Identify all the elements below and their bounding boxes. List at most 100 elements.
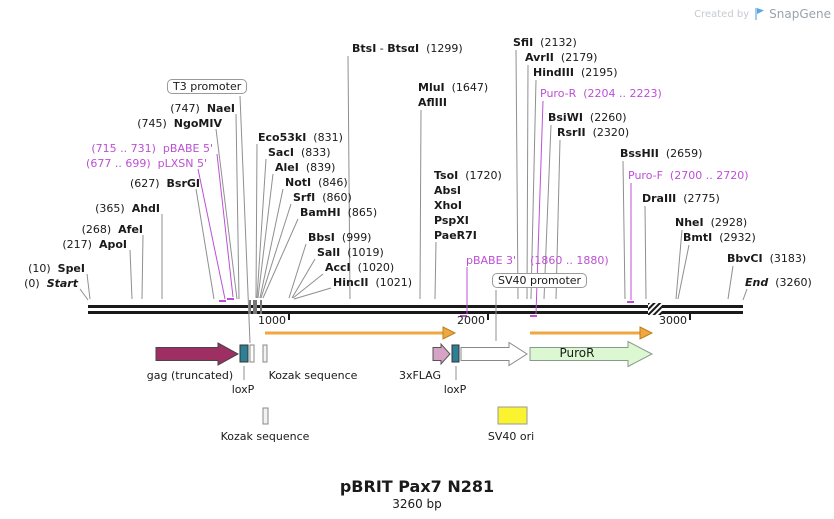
site-label-RsrII[interactable]: RsrII (2320) bbox=[557, 126, 629, 139]
primer-label-Puro-F[interactable]: Puro-F (2700 .. 2720) bbox=[628, 169, 749, 182]
site-label-Start[interactable]: (0) Start bbox=[24, 277, 78, 290]
site-label-text: RsrII bbox=[557, 126, 586, 139]
site-label-AvrII[interactable]: AvrII (2179) bbox=[525, 51, 597, 64]
site-label-text: (745) bbox=[137, 117, 174, 130]
feature-sv40-ori[interactable] bbox=[497, 406, 528, 425]
site-label-text: PaeR7I bbox=[434, 229, 477, 242]
site-label-text: (2195) bbox=[573, 66, 618, 79]
site-label-BbsI[interactable]: BbsI (999) bbox=[308, 231, 371, 244]
site-label-text: MluI bbox=[418, 81, 445, 94]
leader-line-Eco53kI bbox=[255, 143, 258, 299]
site-label-text: (846) bbox=[311, 176, 348, 189]
feature-gag-truncated[interactable] bbox=[155, 342, 240, 366]
site-label-text: (715 .. 731) bbox=[91, 142, 163, 155]
feature-kozak-2[interactable] bbox=[262, 407, 269, 425]
site-label-XhoI[interactable]: XhoI bbox=[434, 199, 462, 212]
site-label-text: BsiWI bbox=[548, 111, 583, 124]
site-label-BsiWI[interactable]: BsiWI (2260) bbox=[548, 111, 627, 124]
site-label-text: (999) bbox=[334, 231, 372, 244]
site-label-SacI[interactable]: SacI (833) bbox=[268, 146, 331, 159]
primer-label-pBABE-5[interactable]: (715 .. 731) pBABE 5' bbox=[91, 142, 213, 155]
transcript-arrowhead bbox=[442, 326, 457, 340]
site-label-Eco53kI[interactable]: Eco53kI (831) bbox=[258, 131, 343, 144]
site-label-BsrGI[interactable]: (627) BsrGI bbox=[130, 177, 200, 190]
site-label-End[interactable]: End (3260) bbox=[745, 276, 812, 289]
site-label-text: AfeI bbox=[118, 223, 143, 236]
site-label-AleI[interactable]: AleI (839) bbox=[275, 161, 335, 174]
transcript-arrowhead bbox=[639, 326, 654, 340]
site-label-text: NotI bbox=[285, 176, 312, 189]
site-label-text: BbvCI bbox=[727, 252, 763, 265]
site-label-text: (1720) bbox=[458, 169, 502, 182]
leader-line-ApoI bbox=[129, 249, 133, 300]
site-label-text: (1019) bbox=[340, 246, 384, 259]
site-label-SrfI[interactable]: SrfI (860) bbox=[293, 191, 352, 204]
feature-kozak-1[interactable] bbox=[262, 344, 268, 363]
site-label-MluI[interactable]: MluI (1647) bbox=[418, 81, 488, 94]
site-label-text: (0) bbox=[24, 277, 47, 290]
leader-line-BamHI bbox=[262, 218, 299, 299]
site-label-text: (833) bbox=[293, 146, 331, 159]
feature-label: loxP bbox=[231, 383, 255, 396]
map-length-label: 3260 bp bbox=[392, 497, 442, 511]
site-label-PspXI[interactable]: PspXI bbox=[434, 214, 469, 227]
primer-label-pBABE-3[interactable]: pBABE 3' (1860 .. 1880) bbox=[466, 254, 609, 267]
feature-sv40-promoter-feature[interactable] bbox=[460, 341, 528, 367]
site-label-BbvCI[interactable]: BbvCI (3183) bbox=[727, 252, 806, 265]
site-label-BtsI-BtsaI[interactable]: BtsI - BtsαI (1299) bbox=[352, 42, 463, 55]
site-label-DraIII[interactable]: DraIII (2775) bbox=[642, 192, 720, 205]
site-label-text: NaeI bbox=[206, 102, 235, 115]
leader-line-BssHII bbox=[622, 160, 626, 300]
site-label-BssHII[interactable]: BssHII (2659) bbox=[620, 147, 702, 160]
feature-loxP-1[interactable] bbox=[239, 344, 249, 363]
leader-line-NotI bbox=[259, 188, 284, 299]
site-label-text: (2320) bbox=[585, 126, 630, 139]
site-label-text: AflIII bbox=[418, 96, 447, 109]
site-label-SfiI[interactable]: SfiI (2132) bbox=[513, 36, 577, 49]
boxed-label-sv40-promoter[interactable]: SV40 promoter bbox=[492, 273, 588, 288]
primer-label-pLXSN-5[interactable]: (677 .. 699) pLXSN 5' bbox=[86, 157, 207, 170]
site-label-text: TsoI bbox=[434, 169, 459, 182]
leader-line-SfiI bbox=[515, 49, 519, 300]
site-label-PaeR7I[interactable]: PaeR7I bbox=[434, 229, 477, 242]
site-label-text: (10) bbox=[28, 262, 58, 275]
feature-puroR[interactable] bbox=[529, 340, 654, 368]
site-label-AflIII[interactable]: AflIII bbox=[418, 96, 447, 109]
leader-line-Start bbox=[79, 288, 89, 301]
watermark-created-by: Created by bbox=[694, 8, 750, 20]
site-label-text: AbsI bbox=[434, 184, 462, 197]
site-label-text: BamHI bbox=[300, 206, 341, 219]
primer-label-Puro-R[interactable]: Puro-R (2204 .. 2223) bbox=[540, 87, 662, 100]
site-label-HindIII[interactable]: HindIII (2195) bbox=[533, 66, 618, 79]
feature-label: Kozak sequence bbox=[220, 430, 310, 443]
primer-direction-dash bbox=[460, 315, 467, 317]
leader-line-BmtI bbox=[677, 244, 690, 300]
site-label-NotI[interactable]: NotI (846) bbox=[285, 176, 348, 189]
sequence-bar-top-line[interactable] bbox=[88, 305, 743, 308]
feature-3xflag[interactable] bbox=[432, 342, 451, 366]
site-label-TsoI[interactable]: TsoI (1720) bbox=[434, 169, 502, 182]
feature-loxP-2[interactable] bbox=[451, 344, 460, 363]
site-label-text: AvrII bbox=[525, 51, 554, 64]
site-label-AfeI[interactable]: (268) AfeI bbox=[82, 223, 143, 236]
watermark-brand: SnapGene bbox=[769, 7, 831, 21]
site-label-text: Puro-F bbox=[628, 169, 663, 182]
site-label-NaeI[interactable]: (747) NaeI bbox=[170, 102, 235, 115]
sequence-bar[interactable] bbox=[88, 300, 743, 315]
site-label-AhdI[interactable]: (365) AhdI bbox=[95, 202, 160, 215]
site-label-text: (2132) bbox=[533, 36, 577, 49]
site-label-SpeI[interactable]: (10) SpeI bbox=[28, 262, 85, 275]
site-label-AbsI[interactable]: AbsI bbox=[434, 184, 461, 197]
site-label-NgoMIV[interactable]: (745) NgoMIV bbox=[137, 117, 222, 130]
site-label-HincII[interactable]: HincII (1021) bbox=[333, 276, 412, 289]
feature-t3-promoter-feature[interactable] bbox=[249, 344, 255, 363]
site-label-text: BbsI bbox=[308, 231, 335, 244]
sequence-bar-bottom-line[interactable] bbox=[88, 311, 743, 314]
boxed-label-t3-promoter[interactable]: T3 promoter bbox=[167, 79, 248, 94]
site-label-NheI[interactable]: NheI (2928) bbox=[675, 216, 747, 229]
site-label-AccI[interactable]: AccI (1020) bbox=[325, 261, 394, 274]
site-label-BmtI[interactable]: BmtI (2932) bbox=[683, 231, 756, 244]
site-label-ApoI[interactable]: (217) ApoI bbox=[62, 238, 127, 251]
site-label-SalI[interactable]: SalI (1019) bbox=[317, 246, 384, 259]
site-label-BamHI[interactable]: BamHI (865) bbox=[300, 206, 377, 219]
